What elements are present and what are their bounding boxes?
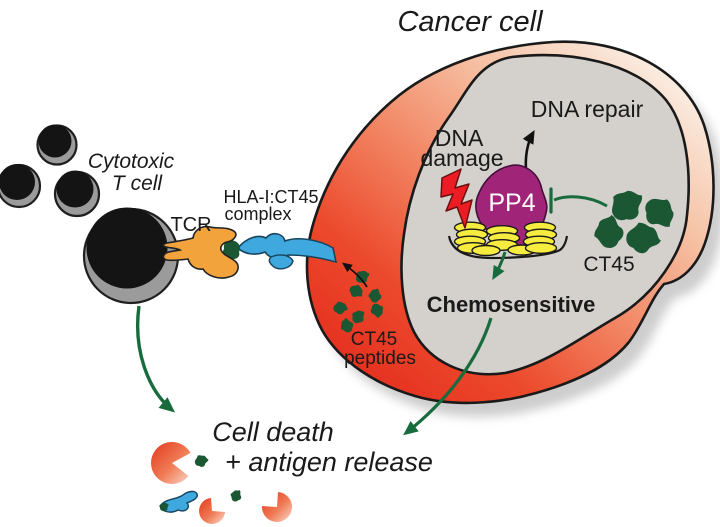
t-cell-small-3-core bbox=[56, 170, 94, 208]
cell-fragment-right bbox=[261, 492, 292, 522]
dna-repair-label: DNA repair bbox=[531, 96, 644, 122]
receptor-fragment bbox=[159, 490, 199, 513]
presented-peptide bbox=[222, 240, 241, 260]
hla-ct45-complex bbox=[236, 232, 338, 264]
peptide-presentation-arrow bbox=[341, 262, 368, 288]
hla-complex-label-line2: complex bbox=[224, 204, 291, 224]
ct45-inhibition-line bbox=[553, 195, 608, 208]
ct45-peptides-label-line1: CT45 bbox=[351, 329, 397, 350]
t-cell-small-1-core bbox=[38, 124, 72, 158]
ct45-label: CT45 bbox=[583, 253, 634, 276]
chemosensitive-arrow bbox=[492, 251, 507, 280]
cancer-cell-title: Cancer cell bbox=[397, 6, 544, 38]
cytotoxic-t-cell-label-line1: Cytotoxic bbox=[88, 150, 175, 173]
t-cell-kill-arrow bbox=[136, 305, 176, 413]
cell-fragment-large bbox=[151, 441, 191, 484]
t-cell-group bbox=[0, 124, 180, 305]
cell-death-label-line2: + antigen release bbox=[225, 447, 433, 477]
nucleosome-stacks bbox=[453, 221, 558, 257]
tcr-label: TCR bbox=[170, 214, 211, 236]
t-cell-large-core bbox=[86, 207, 168, 289]
cell-fragments bbox=[151, 441, 292, 524]
t-cell-small-2-core bbox=[0, 164, 35, 200]
chemosensitive-to-death-arrow bbox=[403, 317, 493, 436]
pp4-label: PP4 bbox=[488, 189, 535, 217]
dna-damage-label-line1: DNA bbox=[435, 125, 484, 151]
cell-death-label-line1: Cell death bbox=[212, 417, 334, 447]
cytotoxic-t-cell-label-line2: T cell bbox=[112, 172, 164, 195]
dna-damage-label-line2: damage bbox=[420, 145, 503, 171]
dna-repair-arrow bbox=[522, 130, 535, 171]
chemosensitive-label: Chemosensitive bbox=[427, 292, 596, 317]
cell-fragment-mid bbox=[199, 498, 225, 524]
tcr-receptor bbox=[162, 225, 239, 279]
ct45-peptides-label-line2: peptides bbox=[344, 348, 416, 369]
hla-subunit bbox=[268, 254, 294, 270]
dna-damage-lightning-icon bbox=[440, 168, 473, 229]
dna-strand bbox=[447, 235, 569, 260]
hla-complex-label-line1: HLA-I:CT45 bbox=[223, 187, 318, 207]
